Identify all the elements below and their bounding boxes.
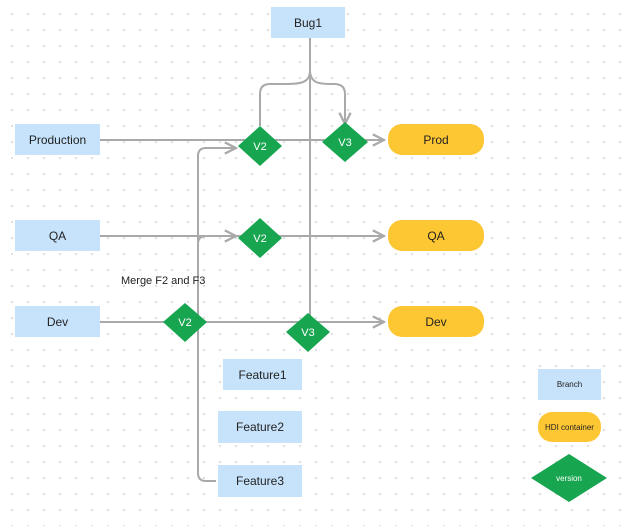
branch-bug1[interactable]: Bug1 xyxy=(271,7,345,38)
container-prod[interactable]: Prod xyxy=(388,124,484,155)
version-label: V2 xyxy=(253,141,266,153)
version-label: V2 xyxy=(178,317,191,329)
version-node-dev-v3[interactable]: V3 xyxy=(286,313,330,352)
version-node-dev-v2[interactable]: V2 xyxy=(163,303,207,342)
connector-bug1-to-v2 xyxy=(259,69,311,126)
container-qa[interactable]: QA xyxy=(388,220,484,251)
branch-dev[interactable]: Dev xyxy=(15,306,100,337)
legend-version-label: version xyxy=(556,474,582,483)
legend-hdi-container: HDI container xyxy=(538,412,601,442)
version-label: V2 xyxy=(253,233,266,245)
version-node-qa-v2[interactable]: V2 xyxy=(238,218,282,258)
version-node-production-v3[interactable]: V3 xyxy=(322,122,368,162)
connector-bug1-to-v3 xyxy=(309,69,345,124)
legend-branch: Branch xyxy=(538,369,601,400)
version-label: V3 xyxy=(301,327,314,339)
version-node-production-v2[interactable]: V2 xyxy=(238,126,282,166)
merge-annotation: Merge F2 and F3 xyxy=(121,275,206,287)
connector-merge-to-qa-v2 xyxy=(197,236,236,245)
branch-feature2[interactable]: Feature2 xyxy=(218,411,302,443)
branch-qa[interactable]: QA xyxy=(15,220,100,251)
branch-feature3[interactable]: Feature3 xyxy=(218,465,302,497)
branch-feature1[interactable]: Feature1 xyxy=(223,359,302,390)
legend-version-symbol: version xyxy=(531,454,607,502)
version-label: V3 xyxy=(338,137,351,149)
container-dev[interactable]: Dev xyxy=(388,306,484,337)
branch-production[interactable]: Production xyxy=(15,124,100,155)
